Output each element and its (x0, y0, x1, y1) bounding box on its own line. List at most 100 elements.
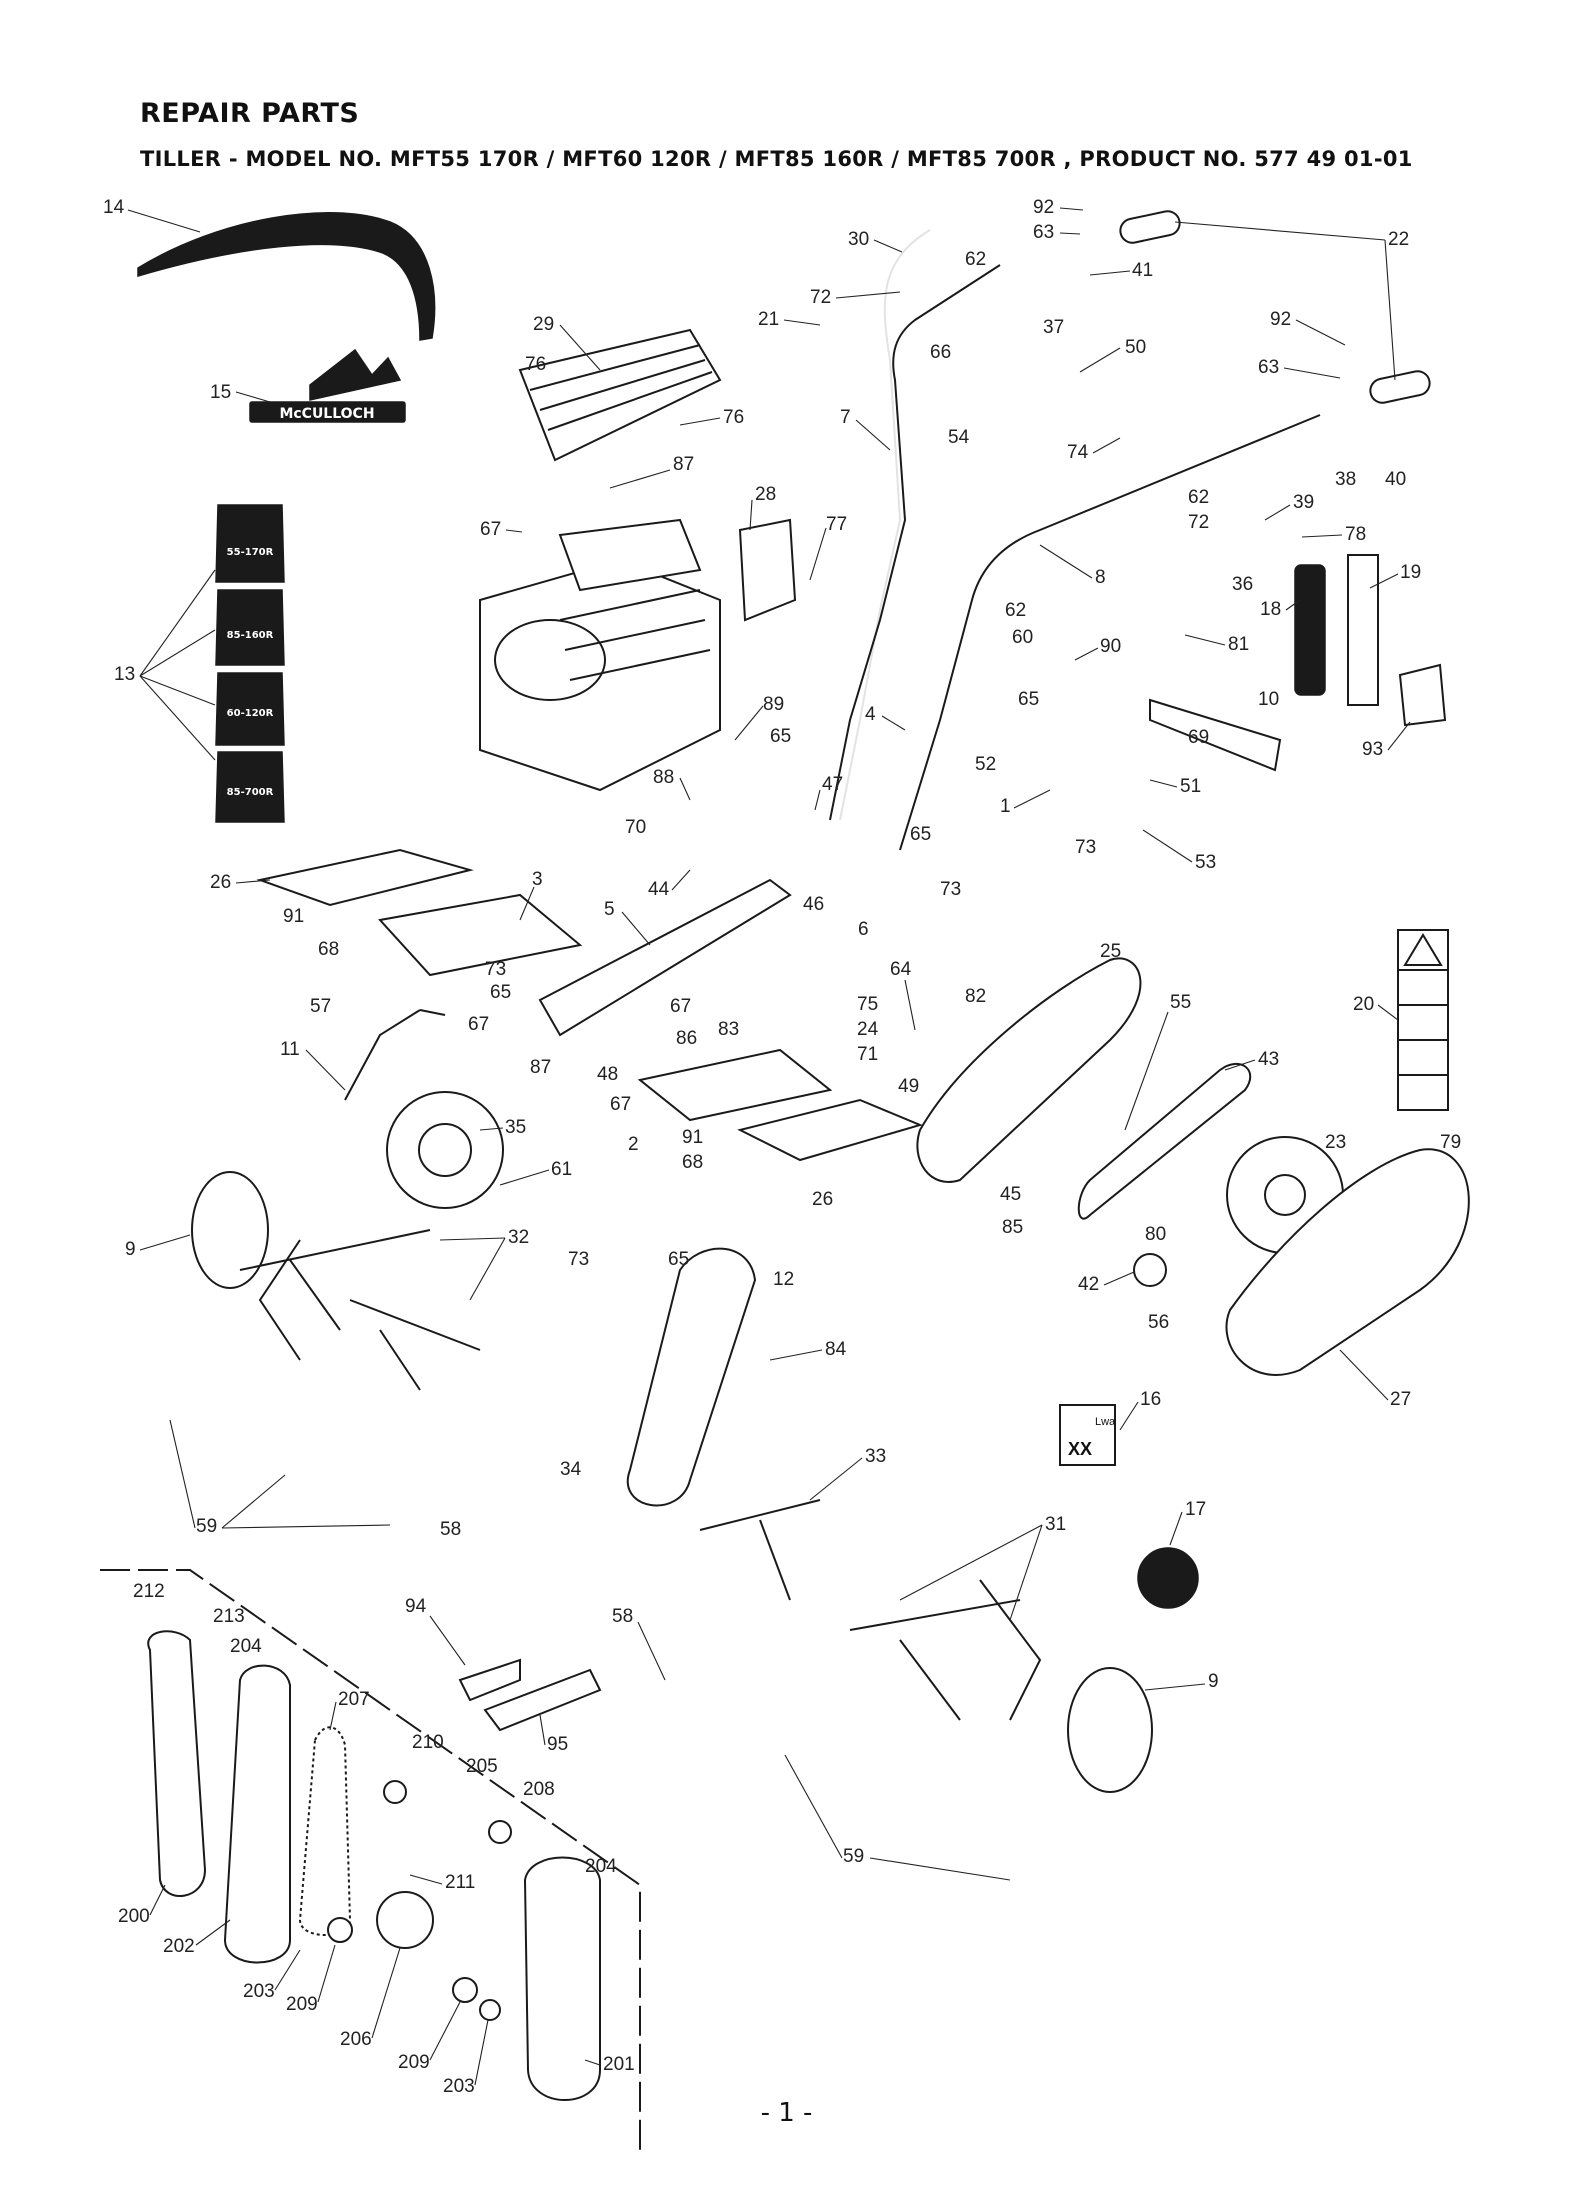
part-17-ear-protection-decal (1137, 1547, 1199, 1609)
callout-65-left2: 65 (490, 982, 511, 1003)
callout-47: 47 (822, 774, 843, 795)
callout-62-top: 62 (965, 249, 986, 270)
part-9-disc-left (191, 1171, 269, 1289)
part-209-bearing-left (327, 1917, 353, 1943)
part-13-model-decals: 55-170R 85-160R 60-120R 85-700R (215, 504, 285, 823)
callout-38: 38 (1335, 469, 1356, 490)
callout-1: 1 (1000, 796, 1011, 817)
callout-4: 4 (865, 704, 876, 725)
callout-9-right: 9 (1208, 1671, 1219, 1692)
callout-70: 70 (625, 817, 646, 838)
callout-21: 21 (758, 309, 779, 330)
callout-7: 7 (840, 407, 851, 428)
callout-85: 85 (1002, 1217, 1023, 1238)
callout-49: 49 (898, 1076, 919, 1097)
callout-67-low: 67 (610, 1094, 631, 1115)
callout-68-low: 68 (682, 1152, 703, 1173)
callout-42: 42 (1078, 1274, 1099, 1295)
callout-5: 5 (604, 899, 615, 920)
callout-54: 54 (948, 427, 970, 448)
callout-12: 12 (773, 1269, 794, 1290)
callout-29: 29 (533, 314, 554, 335)
callout-75: 75 (857, 994, 878, 1015)
callout-57: 57 (310, 996, 331, 1017)
part-9-disc-right (1067, 1667, 1153, 1793)
part-201-case (523, 1856, 601, 2101)
callout-26-low: 26 (812, 1189, 833, 1210)
callout-3: 3 (532, 869, 543, 890)
callout-80: 80 (1145, 1224, 1166, 1245)
decal-3: 60-120R (227, 708, 274, 719)
part-10-plate (1149, 698, 1282, 772)
callout-203-left: 203 (243, 1981, 275, 2002)
part-20-warning-decal (1397, 929, 1449, 1111)
callout-84: 84 (825, 1339, 847, 1360)
callout-37: 37 (1043, 317, 1064, 338)
callout-79: 79 (1440, 1132, 1461, 1153)
part-3-plate (378, 893, 583, 977)
callout-64: 64 (890, 959, 912, 980)
callout-30: 30 (848, 229, 869, 250)
callout-11: 11 (280, 1039, 300, 1060)
callout-72-top: 72 (810, 287, 831, 308)
callout-63-right: 63 (1258, 357, 1279, 378)
part-26-skid-bottom (737, 1098, 923, 1162)
callout-77: 77 (826, 514, 847, 535)
part-43-belt (1077, 1063, 1252, 1220)
callout-59-left: 59 (196, 1516, 217, 1537)
sign16-lwa: Lwa (1095, 1416, 1116, 1428)
part-95-skid (483, 1668, 602, 1732)
engine-assembly (479, 518, 721, 792)
part-206-sprocket (376, 1891, 434, 1949)
callout-28: 28 (755, 484, 776, 505)
callout-204-low: 204 (585, 1856, 617, 1877)
part-29-engine-guard (518, 328, 722, 462)
callout-82: 82 (965, 986, 986, 1007)
part-22-grip-top (1119, 210, 1181, 244)
callout-32: 32 (508, 1227, 529, 1248)
callout-210: 210 (412, 1732, 444, 1753)
callout-89: 89 (763, 694, 784, 715)
part-42-idler (1133, 1253, 1167, 1287)
callout-68-top: 68 (318, 939, 339, 960)
callout-76-left: 76 (525, 354, 546, 375)
callout-14: 14 (103, 197, 125, 218)
callout-95: 95 (547, 1734, 568, 1755)
callout-34: 34 (560, 1459, 582, 1480)
callout-62-low: 62 (1005, 600, 1026, 621)
callout-209-left: 209 (286, 1994, 318, 2015)
part-210-bearing (383, 1780, 407, 1804)
callout-213: 213 (213, 1606, 245, 1627)
callout-81: 81 (1228, 634, 1249, 655)
callout-200: 200 (118, 1906, 150, 1927)
part-26-skid-top (256, 848, 474, 907)
part-5-frame (538, 878, 792, 1037)
callout-23: 23 (1325, 1132, 1346, 1153)
callout-24: 24 (857, 1019, 879, 1040)
callout-71: 71 (857, 1044, 878, 1065)
page-number: - 1 - (760, 2098, 813, 2128)
page-subtitle: TILLER - MODEL NO. MFT55 170R / MFT60 12… (140, 147, 1413, 171)
part-202-case (223, 1664, 291, 1964)
callout-40: 40 (1385, 469, 1406, 490)
callout-9-left: 9 (125, 1239, 136, 1260)
callout-60: 60 (1012, 627, 1033, 648)
callout-207: 207 (338, 1689, 370, 1710)
callout-92-top: 92 (1033, 197, 1054, 218)
part-12-lower-case (626, 1247, 757, 1507)
callout-55: 55 (1170, 992, 1191, 1013)
callout-91-top: 91 (283, 906, 304, 927)
part-18-decal (1294, 564, 1326, 696)
part-207-chain (298, 1726, 352, 1936)
part-35-wheel (386, 1091, 504, 1209)
part-11-wheel-bracket (344, 1009, 446, 1101)
callout-211: 211 (445, 1872, 475, 1893)
tines-left (239, 1229, 481, 1391)
callout-58-top: 58 (440, 1519, 461, 1540)
callout-73-low: 73 (940, 879, 961, 900)
callout-41: 41 (1132, 260, 1153, 281)
callout-6: 6 (858, 919, 869, 940)
part-200-belt (147, 1630, 207, 1897)
callout-87-low: 87 (530, 1057, 551, 1078)
callout-203-right: 203 (443, 2076, 475, 2097)
